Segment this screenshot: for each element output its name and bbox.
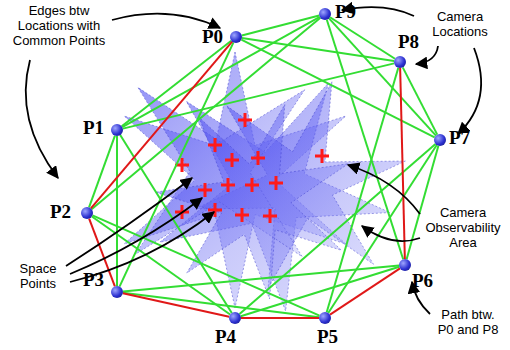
- location-label: P8: [398, 32, 419, 51]
- space-point-cross: [245, 178, 259, 192]
- callout-label: Camera Locations: [418, 10, 502, 40]
- location-label: P7: [449, 128, 470, 147]
- callout-label: Camera Observability Area: [418, 206, 508, 251]
- camera-location: P2: [81, 207, 93, 219]
- leader-arrow: [112, 14, 220, 28]
- camera-location: P5: [319, 312, 331, 324]
- space-point-cross: [315, 149, 329, 163]
- leader-arrow: [458, 48, 481, 134]
- leader-arrow: [416, 46, 438, 64]
- common-points-edge: [123, 266, 399, 292]
- leader-arrow: [362, 226, 420, 241]
- location-label: P2: [50, 202, 71, 221]
- location-label: P6: [412, 271, 433, 290]
- common-points-edge: [242, 16, 319, 36]
- location-label: P5: [317, 327, 338, 346]
- path-edge: [241, 317, 319, 319]
- common-points-edge: [329, 18, 436, 135]
- callout-label: Path btw. P0 and P8: [432, 308, 504, 338]
- camera-location: P8: [394, 56, 406, 68]
- camera-location: P6: [399, 259, 411, 271]
- camera-location: P3: [111, 286, 123, 298]
- space-point-cross: [221, 178, 235, 192]
- location-label: P9: [335, 2, 356, 21]
- common-points-edge: [123, 293, 319, 318]
- leader-arrow: [26, 60, 58, 178]
- location-label: P1: [83, 118, 104, 137]
- camera-location: P9: [319, 8, 331, 20]
- common-points-edge: [242, 38, 394, 61]
- common-points-edge: [123, 63, 394, 128]
- callout-label: Space Points: [6, 262, 70, 292]
- common-points-edge: [92, 216, 230, 314]
- path-edge: [123, 293, 229, 316]
- space-point-cross: [269, 176, 283, 190]
- camera-location: P0: [230, 31, 242, 43]
- path-edge: [400, 68, 405, 259]
- common-points-edge: [241, 40, 434, 138]
- path-edge: [91, 42, 232, 209]
- camera-location: P1: [111, 124, 123, 136]
- common-points-edge: [120, 42, 234, 286]
- space-point-cross: [225, 153, 239, 167]
- common-points-edge: [328, 145, 436, 313]
- common-points-edge: [92, 215, 319, 315]
- path-edge: [330, 268, 400, 314]
- space-points: [175, 113, 329, 223]
- location-label: P0: [202, 27, 223, 46]
- space-point-cross: [235, 208, 249, 222]
- space-point-cross: [198, 183, 212, 197]
- common-points-edge: [92, 18, 321, 209]
- leader-arrow: [348, 165, 420, 214]
- camera-location: P4: [229, 312, 241, 324]
- location-label: P4: [215, 327, 236, 346]
- space-point-cross: [251, 151, 265, 165]
- space-point-cross: [238, 113, 252, 127]
- location-label: P3: [83, 270, 104, 289]
- common-points-edge: [116, 136, 118, 286]
- callout-label: Edges btw Locations with Common Points: [4, 4, 114, 49]
- leader-arrow: [66, 178, 192, 266]
- observability-star: [155, 105, 348, 299]
- camera-location: P7: [434, 134, 446, 146]
- leader-arrow: [70, 198, 202, 274]
- common-points-edge: [122, 17, 320, 127]
- common-points-edge: [240, 144, 436, 314]
- space-point-cross: [263, 209, 277, 223]
- space-point-cross: [208, 138, 222, 152]
